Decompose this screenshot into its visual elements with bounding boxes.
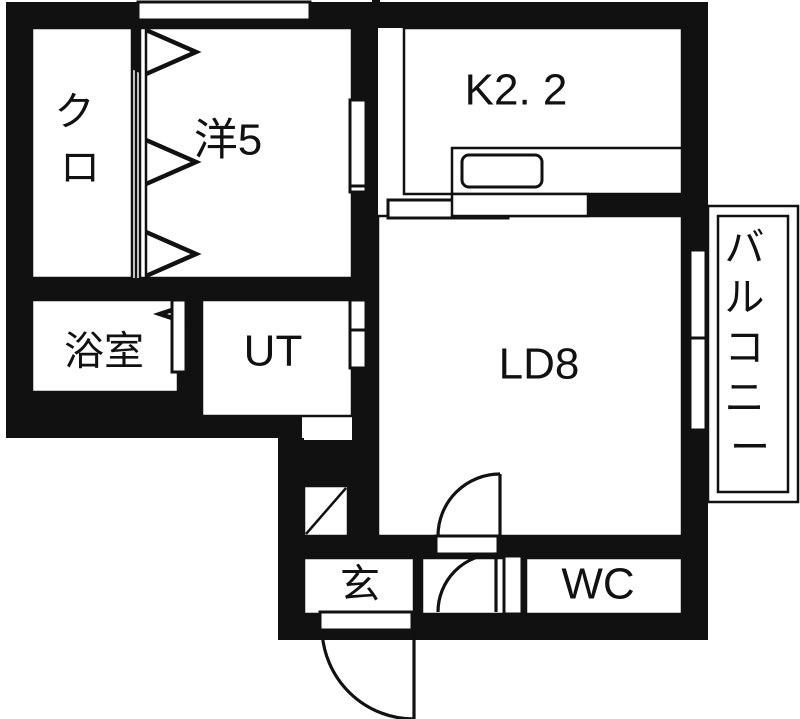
wall-hall-notch xyxy=(414,536,422,558)
swing-door-icon-ld xyxy=(434,472,502,556)
kitchen-counter xyxy=(450,146,684,218)
wall-left-outer xyxy=(6,2,32,438)
room-labels: ク ロ 洋5 K2. 2 浴室 UT LD8 バ ル コ ニ ー 玄 WC xyxy=(54,66,775,609)
window-icon-ld-east-upper xyxy=(688,248,708,340)
label-closet: ク ロ xyxy=(54,90,105,190)
folding-door-icon-closet xyxy=(134,27,202,279)
room-entrance-fill xyxy=(304,558,414,614)
window-icon-ut-east-upper xyxy=(348,298,368,332)
room-hall-fill xyxy=(422,558,504,614)
windows xyxy=(136,0,708,432)
wall-hall-top-right xyxy=(488,536,708,558)
balcony-structure xyxy=(706,204,800,504)
wall-under-bath xyxy=(6,392,202,438)
wall-wc-right xyxy=(682,536,708,640)
shoe-cabinet-icon xyxy=(302,484,350,538)
label-balcony: バ ル コ ニ ー xyxy=(724,226,775,470)
label-living-dining: LD8 xyxy=(499,340,580,389)
room-ld-fill xyxy=(378,216,682,536)
label-kitchen: K2. 2 xyxy=(465,66,568,115)
room-interiors xyxy=(32,28,682,614)
wall-mid-horizontal-left xyxy=(6,278,378,300)
window-icon-room5-east-mid xyxy=(348,184,368,194)
swing-door-icon-entrance xyxy=(318,610,416,719)
wall-right-kitchen xyxy=(682,2,708,208)
label-bathroom: 浴室 xyxy=(64,330,144,374)
folding-door-icon-bathroom xyxy=(152,298,197,374)
window-icon-ld-east-lower xyxy=(688,336,708,432)
wall-hall-top-left xyxy=(278,536,414,558)
wall-balcony-stub-bottom xyxy=(682,428,708,546)
label-western-room: 洋5 xyxy=(194,116,262,165)
window-icon-room5-east-upper xyxy=(348,98,368,188)
room-bathroom-fill xyxy=(32,300,178,392)
room-ut-fill xyxy=(202,300,352,416)
label-toilet: WC xyxy=(561,560,634,609)
kitchen-sink xyxy=(460,153,544,189)
label-entrance: 玄 xyxy=(340,563,380,607)
wall-top-kitchen xyxy=(378,2,708,28)
swing-door-icon-wc xyxy=(436,552,524,616)
room-wc-fill xyxy=(526,558,682,614)
window-icon-ut-east-lower xyxy=(348,328,368,370)
room-closet-fill xyxy=(32,28,132,278)
window-icon-room5-top xyxy=(136,0,312,22)
wall-balcony-stub-top xyxy=(682,194,708,250)
label-utility: UT xyxy=(244,327,303,376)
